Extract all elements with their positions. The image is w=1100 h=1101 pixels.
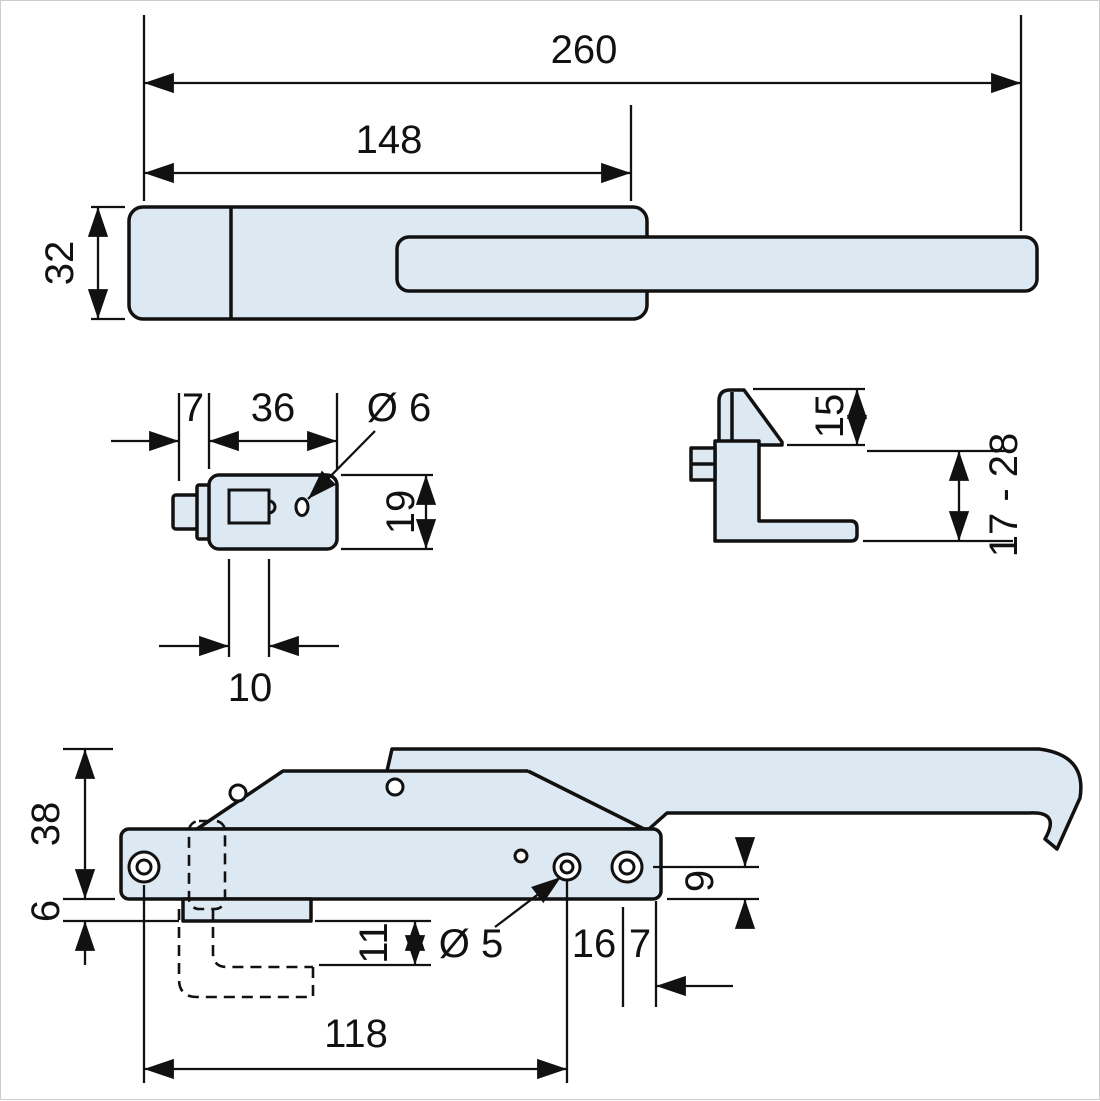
dim-flange-width-7: 7	[111, 386, 211, 481]
rivet-mid-inner	[559, 859, 575, 875]
dim-slot-width-label: 10	[228, 666, 273, 710]
dim-plate-height-19: 19	[341, 473, 437, 551]
dim-spacing-16-7: 16 7	[572, 901, 733, 1007]
latch-tongue-outline	[395, 235, 1039, 293]
rivet-left-outer	[127, 850, 161, 884]
housing-hole-left	[228, 783, 248, 803]
dim-edge-distance-label: 9	[678, 870, 722, 892]
dim-body-width-36: 36	[209, 386, 339, 469]
dim-head-height-label: 15	[808, 394, 852, 439]
rivet-right-outer	[610, 850, 644, 884]
dim-spacing-a-label: 16	[572, 922, 617, 966]
plate-slot-outline	[227, 488, 271, 525]
dim-overall-length-label: 260	[551, 28, 618, 72]
dim-adjust-range-17-28: 17 - 28	[863, 433, 1026, 558]
dim-slot-width-10: 10	[159, 559, 339, 710]
handle-lever-outline	[195, 747, 1083, 851]
top-view: 260 148 32	[38, 15, 1039, 321]
hole5-leader-line	[494, 876, 562, 928]
dim-overall-height-38: 38	[24, 747, 115, 901]
dim-height-label: 32	[38, 241, 82, 286]
dim-step-depth-label: 11	[352, 922, 396, 964]
dim-height-32: 32	[38, 205, 125, 321]
keeper-head-outline	[717, 388, 784, 447]
strike-plate-view: 7 36 Ø 6 19 10	[111, 386, 437, 710]
dim-mount-spacing-118: 118	[142, 881, 569, 1083]
rivet-left-inner	[135, 858, 153, 876]
dim-hole-dia5-label: Ø 5	[439, 922, 503, 966]
dim-slide-length-label: 148	[356, 118, 423, 162]
side-view: 38 6 11 Ø 5 16 7 9	[24, 747, 1083, 1083]
dim-hole-dia-5: Ø 5	[439, 876, 562, 966]
dim-slide-length-148: 148	[144, 105, 633, 201]
dim-adjust-range-label: 17 - 28	[982, 433, 1026, 558]
dim-overall-length-260: 260	[142, 15, 1023, 231]
dim-mount-spacing-label: 118	[324, 1012, 388, 1056]
dim-spacing-b-label: 7	[629, 922, 651, 966]
housing-hole-right	[385, 777, 405, 797]
plate-slot-notch	[268, 499, 277, 515]
dim-flange-width-label: 7	[182, 386, 204, 430]
rivet-right-inner	[618, 858, 636, 876]
plate-hole	[294, 497, 310, 517]
rivet-mid-outer	[552, 852, 582, 882]
keeper-view: 15 17 - 28	[689, 387, 1026, 558]
dim-hole-dia-6: Ø 6	[307, 386, 431, 500]
dim-plate-height-label: 19	[379, 490, 423, 535]
latch-base-outline	[119, 827, 663, 901]
dim-overall-height-label: 38	[24, 802, 68, 847]
hole-leader-line	[307, 430, 376, 500]
dim-hole-dia-label: Ø 6	[367, 386, 431, 430]
base-step-outline	[181, 897, 313, 923]
dim-edge-distance-9: 9	[653, 837, 759, 929]
dim-base-height-6: 6	[24, 900, 179, 965]
keeper-bracket-outline	[713, 439, 859, 543]
housing-right-edge	[527, 769, 645, 831]
dim-body-width-label: 36	[251, 386, 296, 430]
dim-head-height-15: 15	[753, 387, 868, 447]
pin-hole	[513, 848, 529, 864]
dim-base-height-label: 6	[24, 900, 68, 922]
dim-step-depth-11: 11	[315, 919, 431, 967]
keeper-phantom-outline	[177, 819, 315, 999]
